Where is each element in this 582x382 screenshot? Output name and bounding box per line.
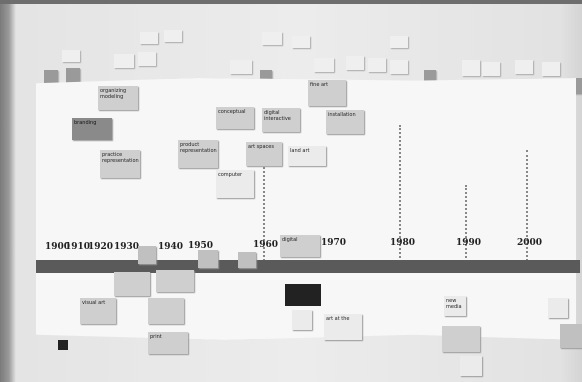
wall-tag bbox=[515, 60, 533, 74]
wall-tag bbox=[262, 32, 282, 45]
dark-photo-card bbox=[285, 284, 321, 306]
year-label: 1980 bbox=[390, 238, 416, 248]
sticky-note bbox=[548, 298, 568, 318]
year-label: 1930 bbox=[114, 242, 140, 252]
sticky-note: print bbox=[148, 332, 188, 354]
sticky-note: branding bbox=[72, 118, 112, 140]
sticky-note: new media bbox=[444, 296, 466, 316]
wall-tag bbox=[138, 52, 156, 66]
sticky-note: visual art bbox=[80, 298, 116, 324]
year-label: 1920 bbox=[88, 242, 114, 252]
guide-line bbox=[526, 150, 528, 265]
sticky-note bbox=[460, 356, 482, 376]
black-marker-tab bbox=[58, 340, 68, 350]
wall-tag bbox=[390, 60, 408, 74]
sticky-note: computer bbox=[216, 170, 254, 198]
year-label: 1940 bbox=[158, 242, 184, 252]
sticky-note: organizing modeling bbox=[98, 86, 138, 110]
year-label: 1970 bbox=[321, 238, 347, 248]
sticky-note: art at the bbox=[324, 314, 362, 340]
timeline-band bbox=[36, 260, 580, 273]
sticky-note: art spaces bbox=[246, 142, 282, 166]
sticky-note: land art bbox=[288, 146, 326, 166]
sticky-note bbox=[114, 272, 150, 296]
sticky-note bbox=[148, 298, 184, 324]
sticky-note bbox=[198, 250, 218, 268]
sticky-note bbox=[138, 246, 156, 264]
sticky-note bbox=[156, 270, 194, 292]
year-label: 1990 bbox=[456, 238, 482, 248]
wall-tag bbox=[230, 60, 252, 74]
guide-line bbox=[465, 185, 467, 265]
sticky-note: product representation bbox=[178, 140, 218, 168]
sticky-note: practice representation bbox=[100, 150, 140, 178]
guide-line bbox=[263, 150, 265, 265]
wall-tag bbox=[66, 68, 80, 86]
wall-tag bbox=[368, 58, 386, 72]
wall-tag bbox=[164, 30, 182, 42]
sticky-note: conceptual bbox=[216, 107, 254, 129]
wall-tag bbox=[114, 54, 134, 68]
sticky-note bbox=[238, 252, 256, 268]
sticky-note bbox=[292, 310, 312, 330]
wall-tag bbox=[140, 32, 158, 44]
guide-line bbox=[399, 125, 401, 265]
sticky-note: digital bbox=[280, 235, 320, 257]
wall-tag bbox=[542, 62, 560, 76]
year-label: 1960 bbox=[253, 240, 279, 250]
year-label: 1900 bbox=[45, 242, 71, 252]
wall-tag bbox=[346, 56, 364, 70]
wall-tag bbox=[62, 50, 80, 62]
wall-top-edge bbox=[0, 0, 582, 4]
wall-tag bbox=[292, 36, 310, 48]
sticky-note bbox=[442, 326, 480, 352]
sticky-note: fine art bbox=[308, 80, 346, 106]
year-label: 1910 bbox=[65, 242, 91, 252]
sticky-note: digital interactive bbox=[262, 108, 300, 132]
sticky-note: installation bbox=[326, 110, 364, 134]
sticky-note bbox=[560, 324, 582, 348]
wall-tag bbox=[314, 58, 334, 72]
year-label: 1950 bbox=[188, 241, 214, 251]
wall-tag bbox=[390, 36, 408, 48]
wall-tag bbox=[462, 60, 480, 76]
year-label: 2000 bbox=[517, 238, 543, 248]
wall-tag bbox=[482, 62, 500, 76]
